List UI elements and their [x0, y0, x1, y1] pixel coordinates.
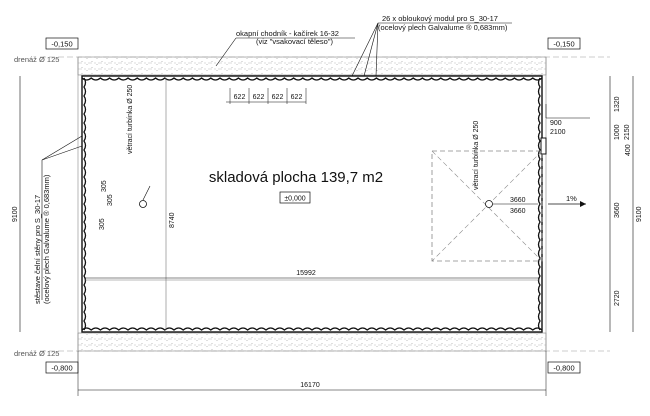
turbine-label-left: větrací turbínka Ø 250 [127, 85, 134, 154]
room-title: skladová plocha 139,7 m2 [209, 169, 383, 186]
dim-1000: 1000 [614, 124, 621, 140]
arched-modules-bottom [81, 327, 543, 331]
level-bottom-left: -0,800 [51, 364, 72, 373]
skylight-diagonal-1 [431, 150, 543, 262]
dim-3660-right: 3660 [614, 202, 621, 218]
skylight-dim-a: 3660 [510, 197, 526, 204]
floor-level-box [279, 191, 311, 204]
dim-15992: 15992 [296, 270, 316, 277]
gable-callout-line2: (ocelový plech Galvalume ® 0,683mm) [42, 174, 51, 304]
modules-callout-line2: (ocelový plech Galvalume ® 0,683mm) [378, 23, 508, 32]
dim-305-3: 305 [99, 218, 106, 230]
dim-9100-left: 9100 [12, 206, 19, 222]
dim-16170: 16170 [300, 382, 320, 389]
gravel-strip-bottom [77, 332, 547, 352]
level-top-right: -0,150 [553, 40, 574, 49]
arched-modules-top [81, 77, 543, 81]
modules-leader-2 [363, 22, 379, 77]
gravel-strip-top [77, 56, 547, 76]
skylight-dim-b: 3660 [510, 208, 526, 215]
turbine-left-leader [142, 185, 151, 201]
gravel-callout-line2: (viz "vsakovací těleso") [256, 37, 334, 46]
drainage-label-bottom: drenáž Ø 125 [14, 349, 59, 358]
gravel-callout-line1: okapní chodník - kačírek 16-32 [236, 29, 339, 38]
drainage-label-top: drenáž Ø 125 [14, 55, 59, 64]
level-box-top-left [45, 37, 79, 50]
dim-622-3: 622 [272, 94, 284, 101]
level-top-left: -0,150 [51, 40, 72, 49]
dim-622-2: 622 [253, 94, 265, 101]
dim-305-1: 305 [101, 180, 108, 192]
gable-leader-2 [41, 145, 83, 161]
building-outline [81, 75, 543, 333]
dim-622-4: 622 [291, 94, 303, 101]
dim-400: 400 [625, 144, 632, 156]
dim-305-2: 305 [107, 194, 114, 206]
gable-leader-1 [41, 135, 83, 161]
turbine-right-symbol [485, 200, 493, 208]
gravel-leader [215, 37, 237, 67]
slope-label: 1% [566, 194, 577, 203]
level-box-top-right [547, 37, 581, 50]
door-opening [540, 137, 547, 155]
dim-2720: 2720 [614, 290, 621, 306]
modules-leader-3 [375, 22, 379, 77]
modules-leader-1 [351, 22, 379, 77]
gable-callout-line1: stěstave čelní stěny pro S_30-17 [33, 195, 42, 304]
door-width: 900 [550, 120, 562, 127]
floor-level: ±0,000 [284, 196, 305, 203]
turbine-label-right: větrací turbínka Ø 250 [473, 121, 480, 190]
dim-2150: 2150 [624, 124, 631, 140]
slope-arrow-head [580, 201, 586, 207]
gable-wall-left [83, 77, 87, 331]
level-bottom-right: -0,800 [553, 364, 574, 373]
dim-622-1: 622 [234, 94, 246, 101]
dim-1320: 1320 [614, 96, 621, 112]
dim-9100-right: 9100 [636, 206, 643, 222]
dim-8740: 8740 [169, 212, 176, 228]
door-height: 2100 [550, 129, 566, 136]
gable-wall-right [537, 77, 541, 331]
level-box-bottom-right [547, 361, 581, 374]
turbine-left-symbol [139, 200, 147, 208]
skylight-area [431, 150, 543, 262]
skylight-diagonal-2 [431, 150, 543, 262]
modules-callout-line1: 26 x obloukový modul pro S_30-17 [382, 14, 498, 23]
